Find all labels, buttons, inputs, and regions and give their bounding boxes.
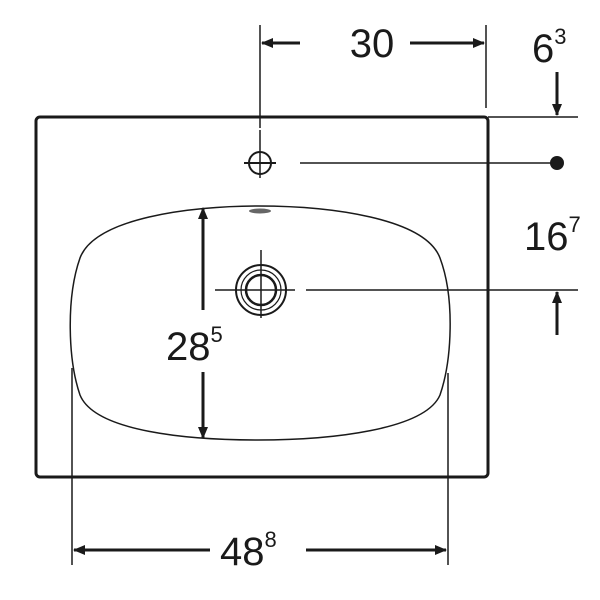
overflow-slot	[249, 208, 271, 214]
dimension-top-width: 30	[350, 22, 395, 66]
dimension-top-offset: 63	[532, 24, 567, 71]
bowl-outline	[69, 205, 451, 441]
tap-hole	[244, 130, 276, 178]
dimension-side-offset: 167	[524, 212, 581, 259]
tap-centre-dot	[550, 156, 564, 170]
basin-outline	[34, 115, 490, 479]
dimension-bottom-width: 488	[220, 527, 277, 574]
dimension-bowl-depth: 285	[166, 322, 223, 369]
drain	[215, 250, 295, 318]
